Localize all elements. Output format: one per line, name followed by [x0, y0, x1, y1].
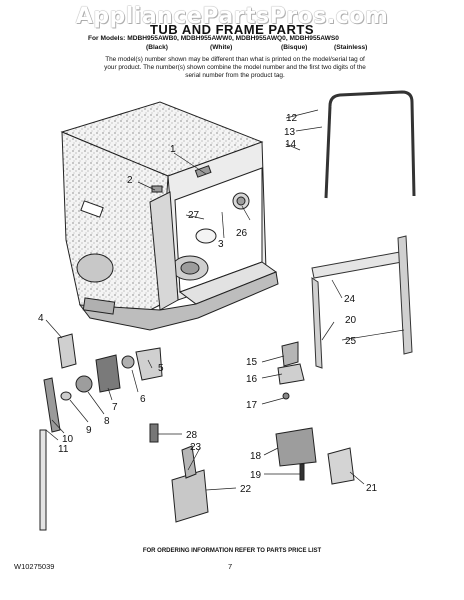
part-21 [327, 447, 355, 485]
part-17 [282, 392, 290, 400]
callout-1: 1 [170, 144, 176, 155]
part-19 [299, 463, 305, 481]
part-5 [135, 347, 163, 381]
finish-white: (White) [210, 44, 233, 51]
callout-24: 24 [344, 294, 356, 305]
model-note: The model(s) number shown may be differe… [104, 56, 366, 79]
bottom-center-parts [149, 423, 209, 523]
part-9 [60, 391, 72, 401]
door-gasket [324, 90, 416, 199]
callout-4: 4 [38, 313, 44, 324]
page-number: 7 [228, 562, 233, 571]
callout-28: 28 [186, 430, 198, 441]
part-15 [281, 341, 299, 367]
models-line: For Models: MDBH955AWB0, MDBH955AWW0, MD… [88, 35, 339, 42]
callout-14: 14 [285, 139, 297, 150]
callout-23: 23 [190, 442, 202, 453]
right-small-parts [275, 341, 355, 485]
part-18 [275, 427, 317, 467]
callout-10: 10 [62, 434, 74, 445]
callout-15: 15 [246, 357, 258, 368]
ordering-info: FOR ORDERING INFORMATION REFER TO PARTS … [142, 548, 322, 554]
callout-11: 11 [58, 444, 69, 455]
part-8 [75, 375, 93, 393]
part-11 [39, 429, 47, 531]
callout-9: 9 [86, 425, 92, 436]
part-23 [181, 445, 197, 479]
part-28 [149, 423, 159, 443]
callout-6: 6 [140, 394, 146, 405]
leader-lines [45, 109, 405, 491]
callout-18: 18 [250, 451, 262, 462]
part-22 [171, 469, 209, 523]
callout-labels: 1 2 3 4 5 6 7 8 9 10 11 12 13 14 15 16 1… [38, 113, 378, 495]
part-6 [121, 355, 135, 369]
callout-2: 2 [127, 175, 133, 186]
callout-16: 16 [246, 374, 258, 385]
callout-17: 17 [246, 400, 258, 411]
callout-21: 21 [366, 483, 378, 494]
callout-27: 27 [188, 210, 200, 221]
callout-5: 5 [158, 363, 164, 374]
watermark: AppliancePartsPros.com [75, 4, 389, 29]
callout-13: 13 [284, 127, 296, 138]
part-10 [43, 377, 61, 433]
callout-8: 8 [104, 416, 110, 427]
callout-25: 25 [345, 336, 357, 347]
part-7 [95, 354, 121, 393]
part-16 [277, 363, 305, 385]
callout-12: 12 [286, 113, 298, 124]
finish-stainless: (Stainless) [334, 44, 368, 51]
callout-7: 7 [112, 402, 118, 413]
callout-22: 22 [240, 484, 252, 495]
part-4 [57, 333, 77, 369]
side-trim-strips [311, 235, 413, 369]
finish-bisque: (Bisque) [281, 44, 308, 51]
callout-3: 3 [218, 239, 224, 250]
page-title: TUB AND FRAME PARTS [149, 22, 315, 37]
callout-20: 20 [345, 315, 357, 326]
left-small-parts [39, 333, 163, 531]
tub-assembly [60, 101, 279, 331]
document-number: W10275039 [14, 562, 55, 571]
finish-black: (Black) [146, 44, 168, 51]
callout-26: 26 [236, 228, 248, 239]
callout-19: 19 [250, 470, 262, 481]
